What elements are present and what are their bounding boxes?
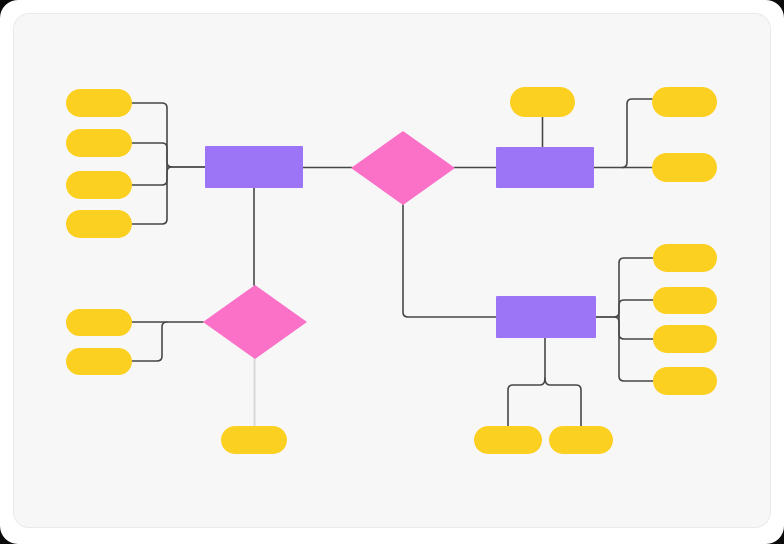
pill-node-left-2[interactable] bbox=[66, 129, 132, 157]
connector-process2-right1[interactable] bbox=[621, 98, 653, 169]
pill-node-bottom-1[interactable] bbox=[474, 426, 542, 454]
pill-node-top[interactable] bbox=[510, 87, 575, 117]
connector-left2-bus[interactable] bbox=[131, 142, 168, 168]
process-node-3[interactable] bbox=[496, 296, 596, 338]
process-node-1[interactable] bbox=[205, 146, 303, 188]
pill-node-right-2[interactable] bbox=[652, 153, 717, 182]
pill-node-left-1[interactable] bbox=[66, 89, 132, 117]
connector-decision1-process3[interactable] bbox=[402, 204, 497, 318]
pill-node-bottom-2[interactable] bbox=[549, 426, 613, 454]
pill-node-bottom-center[interactable] bbox=[221, 426, 287, 454]
pill-node-left-4[interactable] bbox=[66, 210, 132, 238]
pill-node-right-5[interactable] bbox=[653, 325, 717, 353]
pill-node-midleft-1[interactable] bbox=[66, 309, 132, 336]
pill-node-right-3[interactable] bbox=[653, 244, 717, 272]
process-node-2[interactable] bbox=[496, 147, 594, 188]
connector-process3-bottom2[interactable] bbox=[544, 377, 582, 427]
pill-node-right-1[interactable] bbox=[652, 87, 717, 117]
pill-node-right-4[interactable] bbox=[653, 287, 717, 314]
pill-node-right-6[interactable] bbox=[653, 367, 717, 395]
connector-midleft2-decision2[interactable] bbox=[131, 321, 168, 362]
connector-process3-bottom1[interactable] bbox=[507, 377, 546, 427]
pill-node-left-3[interactable] bbox=[66, 171, 132, 199]
connector-process3-right6[interactable] bbox=[595, 316, 654, 382]
connector-process3-right4[interactable] bbox=[618, 299, 654, 318]
connector-left4-process1[interactable] bbox=[131, 166, 206, 225]
pill-node-midleft-2[interactable] bbox=[66, 348, 132, 375]
